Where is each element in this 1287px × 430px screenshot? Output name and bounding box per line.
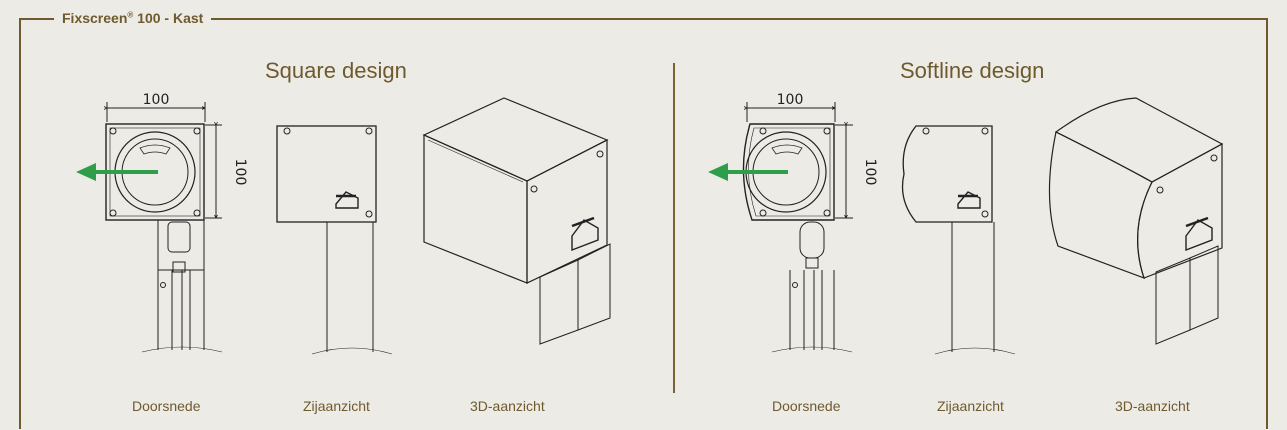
softline-caption-3d: 3D-aanzicht (1115, 398, 1190, 414)
softline-side-view-drawing (901, 125, 1016, 355)
square-design-heading: Square design (265, 58, 407, 83)
softline-left-arrow-icon (708, 163, 788, 181)
square-width-dimension: 100 (143, 92, 170, 108)
square-caption-zijaanzicht: Zijaanzicht (303, 398, 370, 414)
square-3d-view-drawing (422, 97, 611, 345)
softline-width-dimension: 100 (777, 92, 804, 108)
square-cross-section-drawing (106, 102, 223, 353)
square-side-view-drawing (276, 125, 393, 355)
square-caption-3d: 3D-aanzicht (470, 398, 545, 414)
softline-caption-doorsnede: Doorsnede (772, 398, 841, 414)
square-caption-doorsnede: Doorsnede (132, 398, 201, 414)
design-divider (673, 63, 675, 393)
softline-cross-section-drawing (742, 102, 853, 353)
square-height-dimension: 100 (232, 159, 248, 186)
section-title: Fixscreen® 100 - Kast (54, 10, 212, 26)
section-frame (19, 18, 1268, 429)
square-left-arrow-icon (76, 163, 158, 181)
softline-3d-view-drawing (1048, 97, 1224, 345)
softline-caption-zijaanzicht: Zijaanzicht (937, 398, 1004, 414)
softline-height-dimension: 100 (862, 159, 878, 186)
softline-design-heading: Softline design (900, 58, 1045, 83)
